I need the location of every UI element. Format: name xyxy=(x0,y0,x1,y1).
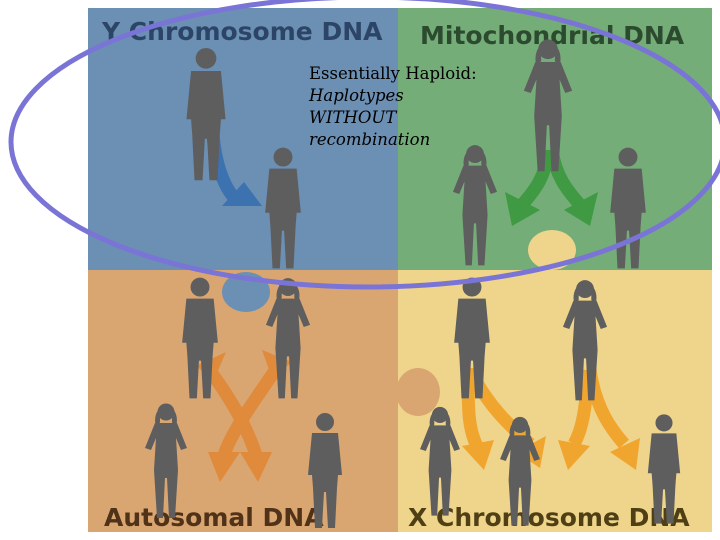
x-arrowhead-left xyxy=(462,440,494,470)
puzzle-knob-right xyxy=(396,368,440,416)
annotation-line-4: recombination xyxy=(309,130,431,149)
auto-arrowhead-a xyxy=(240,452,272,482)
mito-arrowhead-right xyxy=(564,192,598,226)
auto-arrowhead-b xyxy=(208,452,240,482)
y-arrowhead xyxy=(222,182,262,206)
mito-arrowhead-left xyxy=(505,192,540,226)
x-chromosome-title: X Chromosome DNA xyxy=(408,503,690,532)
annotation-line-3: WITHOUT xyxy=(309,108,397,127)
y-chromosome-title: Y Chromosome DNA xyxy=(101,17,383,46)
annotation-line-1: Essentially Haploid: xyxy=(309,64,477,83)
x-arrowhead-right-b xyxy=(610,438,640,470)
annotation-line-2: Haplotypes xyxy=(309,86,404,105)
quadrant-y-chromosome xyxy=(88,8,398,270)
autosomal-title: Autosomal DNA xyxy=(104,503,324,532)
x-arrowhead-right-a xyxy=(558,440,590,470)
quadrant-autosomal xyxy=(88,270,398,532)
haploid-highlight-ellipse xyxy=(8,0,720,290)
haploid-annotation: Essentially Haploid: Haplotypes WITHOUT … xyxy=(309,63,529,151)
puzzle-knob-top xyxy=(528,230,576,270)
